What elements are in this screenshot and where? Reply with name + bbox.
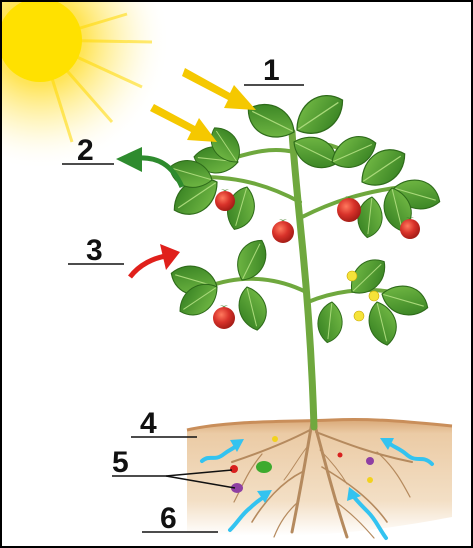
sunlight-arrow-upper [182,68,256,110]
sunlight-arrow-lower [150,104,217,142]
label-4: 4 [140,407,157,440]
label-3: 3 [86,234,103,267]
label-1: 1 [263,54,280,87]
label-2: 2 [77,134,94,167]
sunlight-arrows [150,68,256,142]
label-5: 5 [112,446,129,479]
label-6: 6 [160,502,177,535]
